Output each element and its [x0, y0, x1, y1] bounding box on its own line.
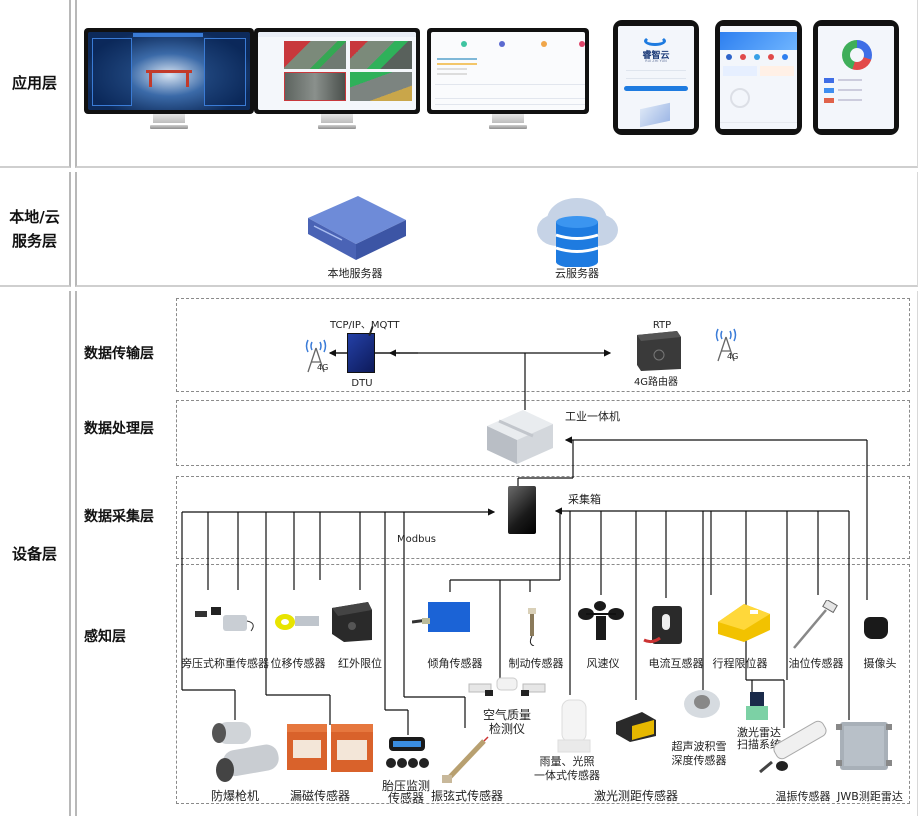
travel-limit-switch-icon [714, 600, 772, 644]
modbus-label: Modbus [397, 534, 436, 545]
sensor-label: 红外限位 [338, 657, 382, 670]
sensor-label: 防爆枪机 [210, 789, 260, 803]
camera-icon [864, 617, 888, 639]
air-quality-label-line2: 检测仪 [488, 722, 526, 736]
dtu-device-icon [347, 325, 375, 373]
explosion-proof-camera-icon [207, 718, 283, 784]
industrial-pc-label: 工业一体机 [565, 410, 620, 423]
ultrasonic-snow-label-line1: 超声波积雪 [671, 740, 727, 753]
tablet-home-screen [715, 20, 802, 135]
sensor-label: 振弦式传感器 [430, 789, 504, 803]
tire-pressure-label: 胎压监测 传感器 [382, 780, 430, 804]
monitor-video-monitoring [254, 28, 420, 133]
mobile-brand-subtitle: RUI ZHI YUN [645, 59, 667, 63]
ultrasonic-snow-label-line2: 深度传感器 [671, 754, 727, 767]
temp-vibration-sensor-icon [758, 718, 830, 778]
application-layer-panel: 睿智云 RUI ZHI YUN [75, 0, 918, 168]
sensor-label: JWB测距雷达 [837, 790, 903, 803]
lidar-label: 激光雷达 扫描系统 [737, 727, 781, 751]
rain-light-label: 雨量、光照 一体式传感器 [534, 755, 600, 783]
infrared-limit-icon [328, 600, 374, 644]
cloud-server-label: 云服务器 [555, 267, 599, 280]
anemometer-icon [576, 600, 626, 648]
antenna-tower-icon-right: 4G [712, 323, 740, 363]
sensor-label: 位移传感器 [270, 657, 326, 670]
perception-sublayer-label: 感知层 [84, 629, 126, 645]
lidar-label-line1: 激光雷达 [737, 726, 781, 739]
svg-text:4G: 4G [317, 363, 328, 372]
jwb-radar-icon [836, 718, 892, 774]
collection-zone [176, 476, 910, 559]
weighing-sensor-icon [193, 605, 257, 639]
router-protocol-label: RTP [652, 320, 672, 331]
collection-sublayer-label: 数据采集层 [84, 509, 154, 525]
application-layer-title: 应用层 [11, 74, 57, 92]
dtu-protocol-label: TCP/IP、MQTT [330, 320, 400, 331]
svg-text:4G: 4G [727, 352, 738, 361]
transmission-zone [176, 298, 910, 392]
air-quality-label: 空气质量 检测仪 [483, 708, 531, 736]
collector-box-icon [508, 486, 536, 534]
local-server-label: 本地服务器 [327, 267, 383, 280]
cloud-server-icon [532, 192, 622, 267]
tire-pressure-label-line1: 胎压监测 [381, 779, 431, 793]
perception-zone [176, 564, 910, 804]
sensor-label: 倾角传感器 [427, 657, 483, 670]
tire-pressure-sensor-icon [385, 737, 429, 771]
rain-light-sensor-icon [556, 696, 592, 756]
sensor-label: 电流互感器 [648, 657, 704, 670]
brake-sensor-icon [524, 606, 540, 646]
mobile-brand-name: 睿智云 [642, 51, 670, 61]
sensor-label: 风速仪 [586, 657, 620, 670]
ultrasonic-snow-sensor-icon [682, 688, 722, 722]
sensor-label: 制动传感器 [508, 657, 564, 670]
device-layer-title: 设备层 [11, 544, 57, 563]
tablet-statistics-screen [813, 20, 899, 135]
service-layer-panel: 本地服务器 云服务器 [75, 172, 918, 287]
sensor-label: 摄像头 [863, 657, 897, 670]
industrial-pc-icon [485, 408, 555, 466]
sensor-label: 温振传感器 [775, 790, 831, 803]
sensor-label: 行程限位器 [712, 657, 768, 670]
monitor-data-statistics [427, 28, 589, 133]
displacement-sensor-icon [273, 608, 323, 638]
service-layer-title-line2: 服务层 [11, 231, 57, 250]
local-server-icon [298, 192, 410, 264]
tablet-login-screen: 睿智云 RUI ZHI YUN [613, 20, 699, 135]
tire-pressure-label-line2: 传感器 [387, 791, 425, 805]
application-layer-label: 应用层 [0, 0, 71, 168]
transmission-sublayer-label: 数据传输层 [84, 346, 154, 362]
lidar-scanner-icon [744, 692, 770, 722]
processing-sublayer-label: 数据处理层 [84, 421, 154, 437]
ultrasonic-snow-label: 超声波积雪 深度传感器 [672, 740, 727, 768]
antenna-tower-icon-left: 4G [302, 334, 330, 374]
sensor-label: 油位传感器 [788, 657, 844, 670]
magnetic-leakage-sensor-icon [285, 722, 377, 774]
sensor-label: 旁压式称重传感器 [181, 657, 269, 670]
air-quality-monitor-icon [467, 676, 547, 700]
rain-light-label-line1: 雨量、光照 [539, 755, 595, 768]
vibrating-wire-sensor-icon [440, 735, 490, 785]
service-layer-title-line1: 本地/云 [9, 207, 60, 226]
laser-distance-sensor-icon [614, 708, 658, 744]
rain-light-label-line2: 一体式传感器 [534, 769, 600, 782]
monitor-dashboard [84, 28, 254, 133]
current-transformer-icon [642, 604, 686, 648]
lidar-label-line2: 扫描系统 [737, 738, 781, 751]
sensor-label: 漏磁传感器 [289, 789, 351, 803]
inclinometer-icon [412, 600, 472, 640]
4g-router-label: 4G路由器 [633, 377, 679, 388]
collector-box-label: 采集箱 [568, 493, 601, 506]
processing-zone [176, 400, 910, 466]
device-layer-label: 设备层 [0, 291, 71, 816]
oil-level-sensor-icon [790, 600, 840, 650]
sensor-label: 激光测距传感器 [593, 789, 679, 803]
4g-router-icon [633, 329, 685, 371]
service-layer-label: 本地/云 服务层 [0, 172, 71, 287]
air-quality-label-line1: 空气质量 [482, 708, 532, 722]
dtu-label: DTU [351, 378, 373, 389]
